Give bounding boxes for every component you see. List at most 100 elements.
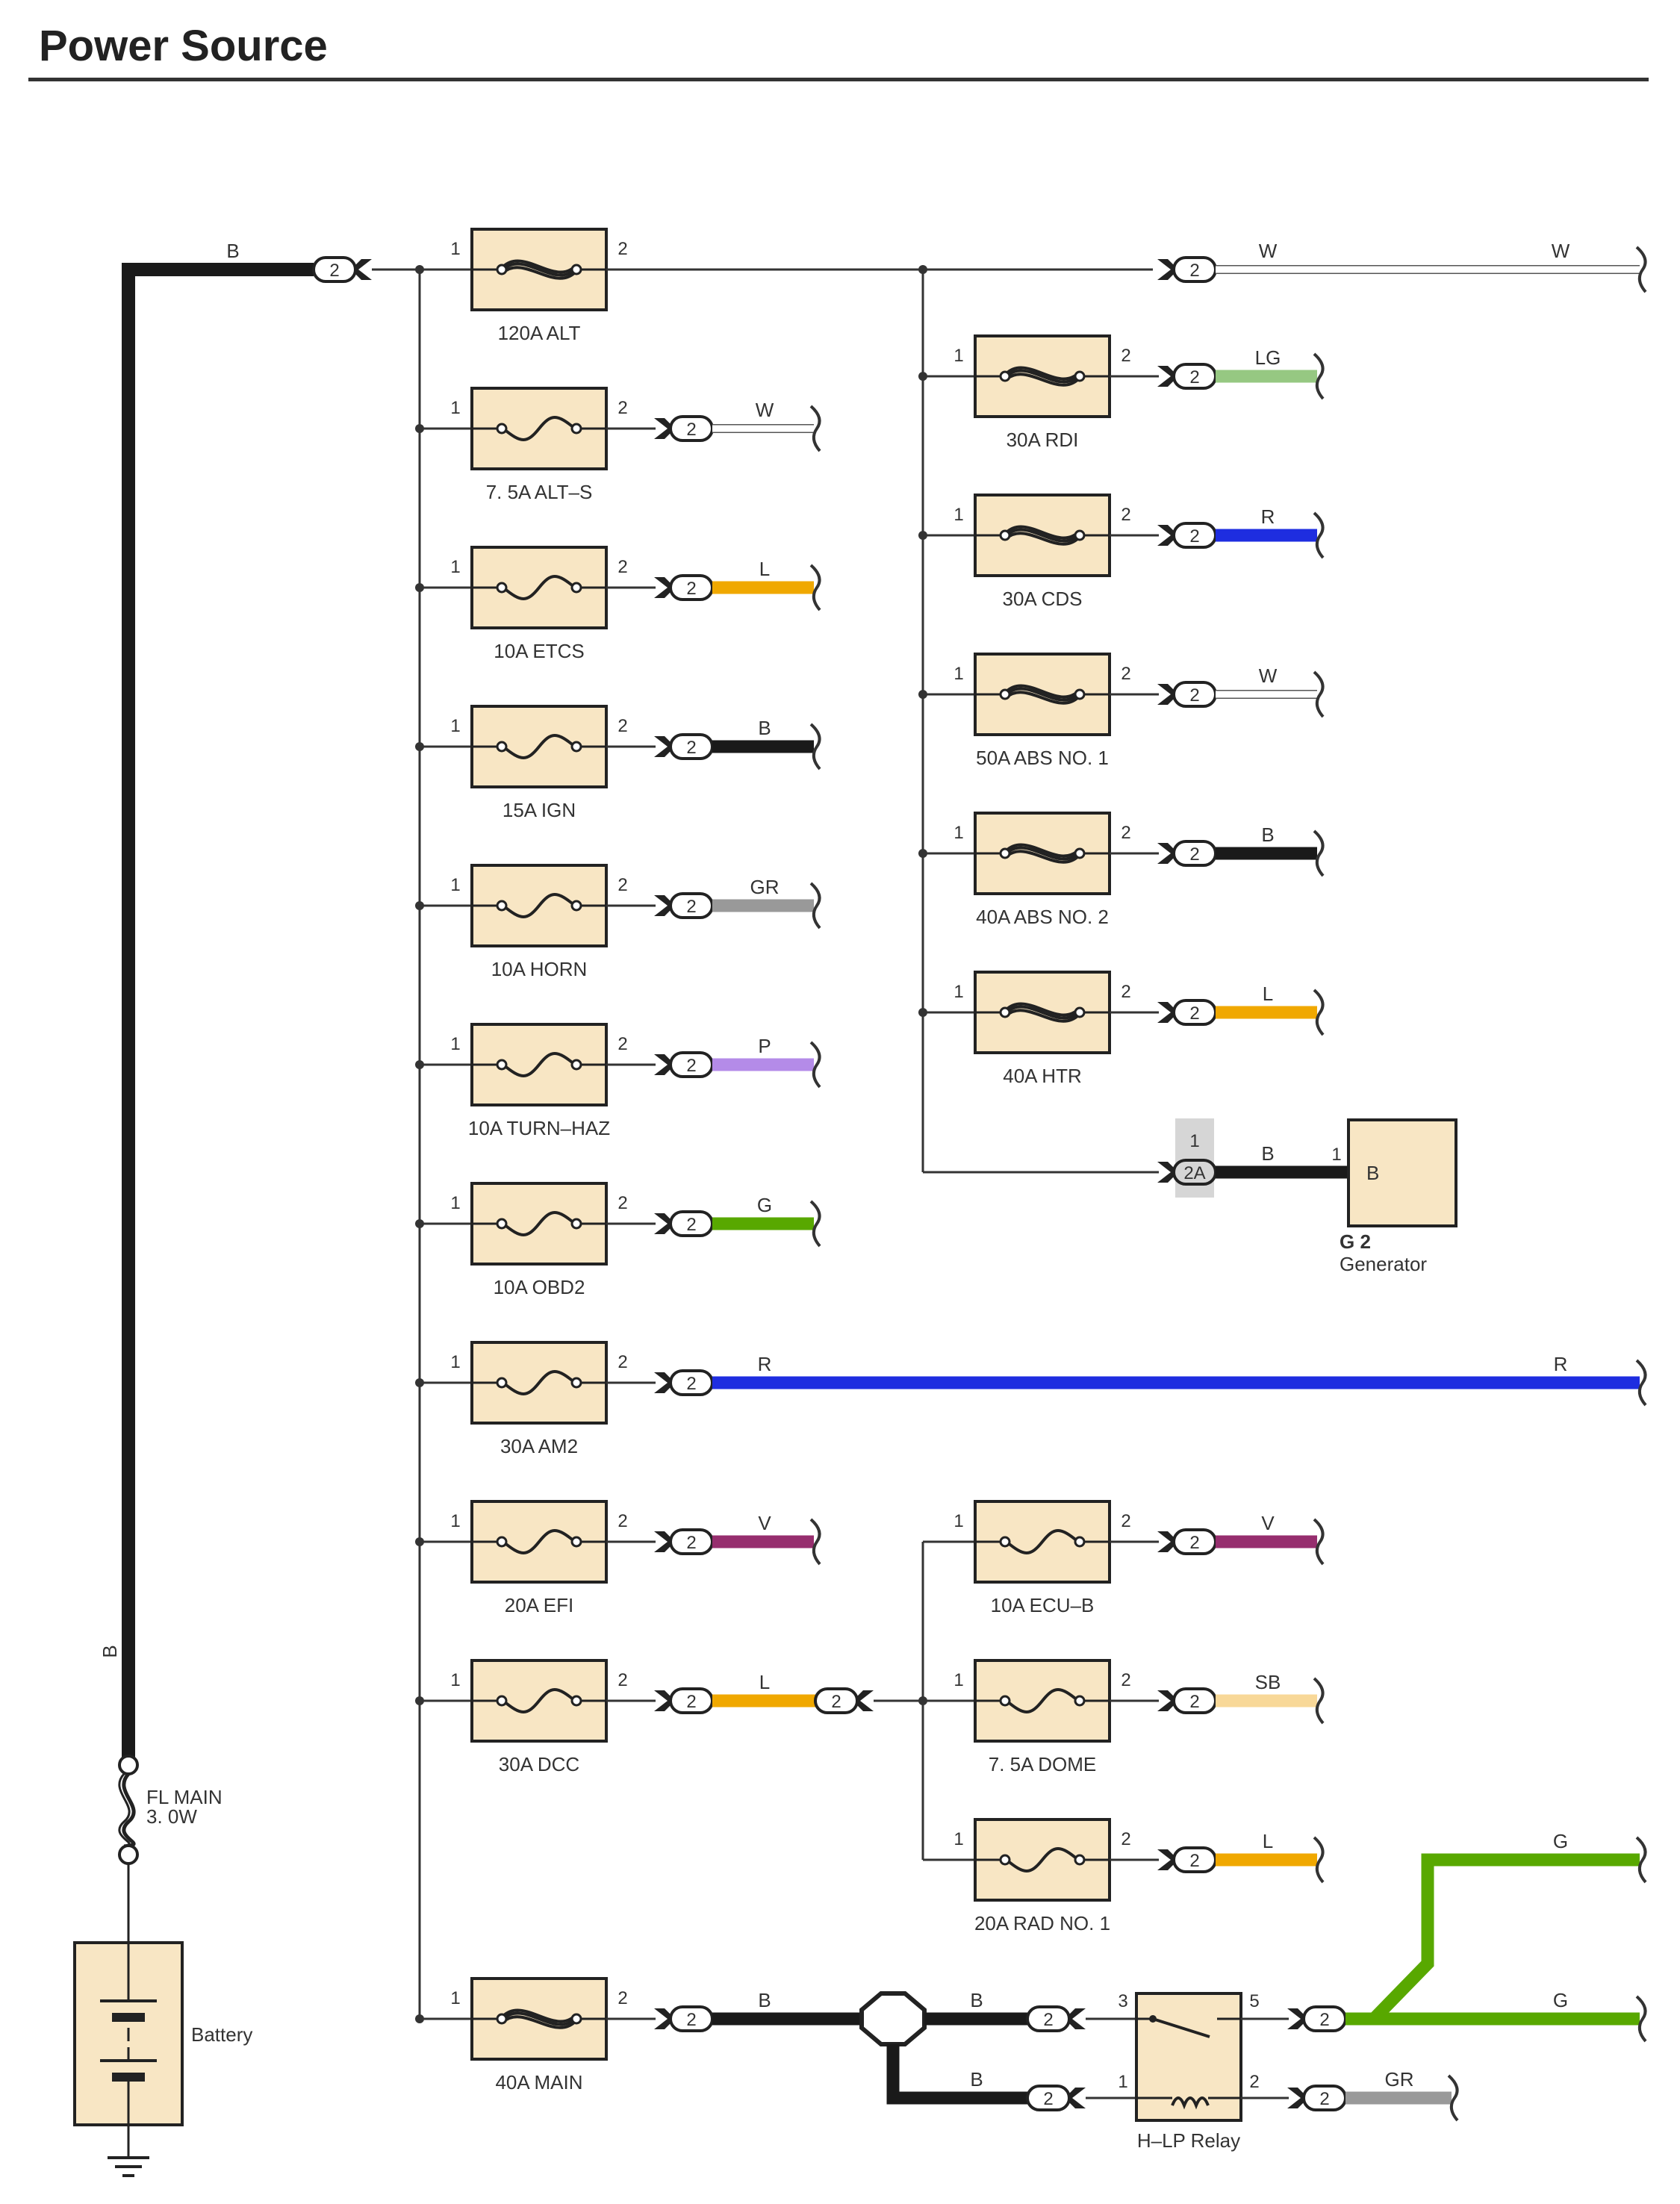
fuse-pin-out: 2 <box>1121 664 1130 684</box>
connector-body <box>312 256 357 283</box>
fuse-pin-in: 1 <box>953 346 963 366</box>
fuse-output-connector: 2 <box>654 1687 714 1714</box>
wire-color-label: P <box>758 1035 771 1057</box>
fuse-terminal <box>999 1695 1011 1707</box>
fuse-output-connector: 2 <box>654 892 714 919</box>
fuse-terminal <box>496 1059 508 1071</box>
wire-color-label: B <box>970 2068 983 2091</box>
connector-pin-label: 2 <box>686 1215 696 1235</box>
fuse-pin-out: 2 <box>617 1511 627 1531</box>
generator-terminal-pin: 1 <box>1331 1145 1341 1165</box>
connector-pin-label: 2 <box>1189 685 1199 706</box>
fuse-terminal <box>1074 1006 1086 1018</box>
fuse-terminal <box>496 741 508 753</box>
fuse-terminal <box>496 1218 508 1230</box>
fusible-link-element <box>118 1772 131 1847</box>
generator-code: G 2 <box>1340 1230 1371 1253</box>
fuse-element <box>502 734 576 759</box>
fuse-element <box>502 2008 576 2023</box>
fuse-terminal <box>999 1006 1011 1018</box>
wire-break-mark <box>1635 1995 1647 2043</box>
fuse-label: 7. 5A DOME <box>989 1753 1097 1775</box>
connector-chevron <box>654 418 675 439</box>
fuse-terminal <box>570 2013 582 2025</box>
wire-color-label: V <box>758 1512 771 1534</box>
fuse-output-connector: 2 <box>1157 522 1217 549</box>
wire-break-mark <box>1313 511 1325 559</box>
wire-color-label: R <box>758 1353 772 1375</box>
battery-vertical-wire-label: B <box>99 1645 121 1657</box>
connector-chevron <box>1157 684 1178 705</box>
connector-chevron <box>654 895 675 916</box>
connector-pin-label: 2 <box>686 897 696 917</box>
fuse-pin-in: 1 <box>953 982 963 1002</box>
wire-color-label: GR <box>1385 2068 1414 2091</box>
fuse-output-connector: 2 <box>654 733 714 760</box>
generator-body <box>1347 1118 1457 1227</box>
relay-pin-3: 3 <box>1118 1991 1127 2011</box>
connector-chevron <box>1157 1162 1178 1183</box>
connector-pin-label: 2 <box>686 1692 696 1712</box>
wire-color-label: W <box>1552 240 1570 262</box>
fuse-terminal <box>570 1218 582 1230</box>
fusible-link-terminal <box>118 1755 139 1775</box>
wire-break-mark <box>1447 2074 1459 2122</box>
fuse-terminal <box>570 741 582 753</box>
fuse-terminal <box>1074 529 1086 541</box>
fuse-terminal <box>999 1536 1011 1548</box>
fuse-terminal <box>999 847 1011 859</box>
fuse-element <box>1005 843 1080 858</box>
fuse-pin-in: 1 <box>450 1193 460 1213</box>
connector-pin-label: 2 <box>1189 526 1199 547</box>
generator-connector-pin: 1 <box>1189 1131 1199 1151</box>
fuse-output-connector: 2 <box>654 415 714 442</box>
wire-break-mark <box>1313 989 1325 1036</box>
fuse-terminal <box>496 2013 508 2025</box>
connector-pin-label: 2 <box>1319 2010 1329 2030</box>
fuse-label: 40A MAIN <box>495 2071 582 2094</box>
fuse-pin-out: 2 <box>1121 982 1130 1002</box>
connector-pin-label: 2 <box>686 738 696 758</box>
connector-pin-label: 2 <box>1189 1003 1199 1024</box>
fusible-link-terminal <box>118 1844 139 1865</box>
relay-coil <box>1171 2096 1210 2110</box>
fuse-element <box>1005 684 1080 699</box>
battery-wire-label: B <box>226 240 239 262</box>
fuse-element <box>1005 1002 1080 1017</box>
fuse-element <box>1005 366 1080 381</box>
wire-color-label: W <box>756 399 774 421</box>
fuse-pin-in: 1 <box>450 557 460 577</box>
fuse-terminal <box>1074 1695 1086 1707</box>
fuse-pin-out: 2 <box>617 239 627 259</box>
fuse-element <box>1005 850 1080 864</box>
fuse-label: 20A RAD NO. 1 <box>974 1912 1110 1934</box>
wire-break-mark <box>1313 670 1325 718</box>
fuse-pin-in: 1 <box>450 1511 460 1531</box>
fuse-pin-out: 2 <box>1121 1829 1130 1849</box>
relay-connector-3: 2 <box>1026 2005 1086 2032</box>
fuse-pin-out: 2 <box>617 1034 627 1054</box>
fuse-element <box>502 575 576 600</box>
fusible-link-element <box>122 1772 136 1848</box>
relay-body <box>1135 1992 1242 2122</box>
fuse-terminal <box>999 370 1011 382</box>
fuse-output-connector: 2 <box>1157 363 1217 390</box>
fuse-pin-out: 2 <box>617 1352 627 1372</box>
connector-pin-label: 2 <box>686 420 696 440</box>
wire-color-label: SB <box>1255 1671 1281 1693</box>
fuse-output-connector: 2 <box>654 1210 714 1237</box>
wire-break-mark <box>809 723 821 771</box>
fuse-label: 30A RDI <box>1007 429 1079 451</box>
fuse-element <box>502 1370 576 1395</box>
fuse-pin-out: 2 <box>1121 505 1130 525</box>
fuse-pin-out: 2 <box>617 875 627 895</box>
